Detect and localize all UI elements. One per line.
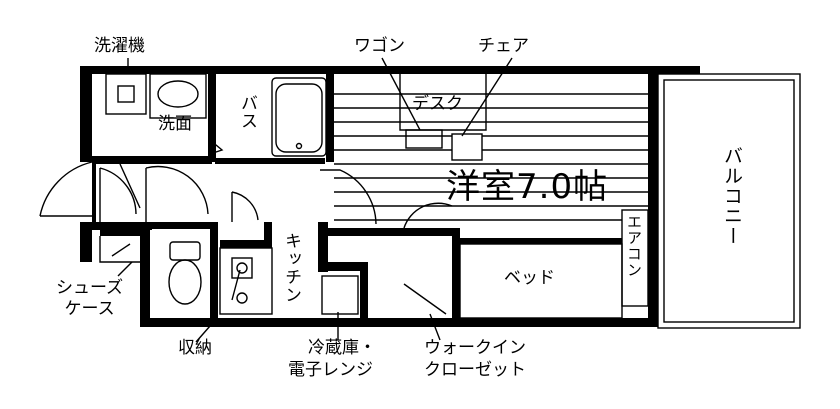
fixtures	[39, 57, 801, 343]
label-desk: デスク	[412, 94, 463, 114]
label-closet-line1: ウォークイン	[424, 338, 526, 358]
label-bath: バス	[237, 94, 257, 130]
washer-pad	[105, 73, 147, 115]
label-fridge-line1: 冷蔵庫・	[308, 338, 376, 358]
label-storage: 収納	[178, 338, 212, 358]
label-wagon: ワゴン	[354, 36, 405, 56]
label-shoes: シューズ ケース	[56, 278, 124, 320]
label-aircon: エアコン	[625, 214, 643, 278]
label-fridge-line2: 電子レンジ	[288, 360, 373, 380]
label-closet-line2: クローゼット	[424, 360, 526, 380]
label-bed: ベッド	[504, 268, 555, 288]
label-washer: 洗濯機	[94, 36, 145, 56]
label-room: 洋室7.0帖	[446, 167, 609, 207]
label-balcony: バルコニー	[721, 146, 743, 246]
label-kitchen: キッチン	[281, 232, 301, 304]
label-chair: チェア	[478, 36, 529, 56]
label-wash: 洗面	[158, 114, 192, 134]
